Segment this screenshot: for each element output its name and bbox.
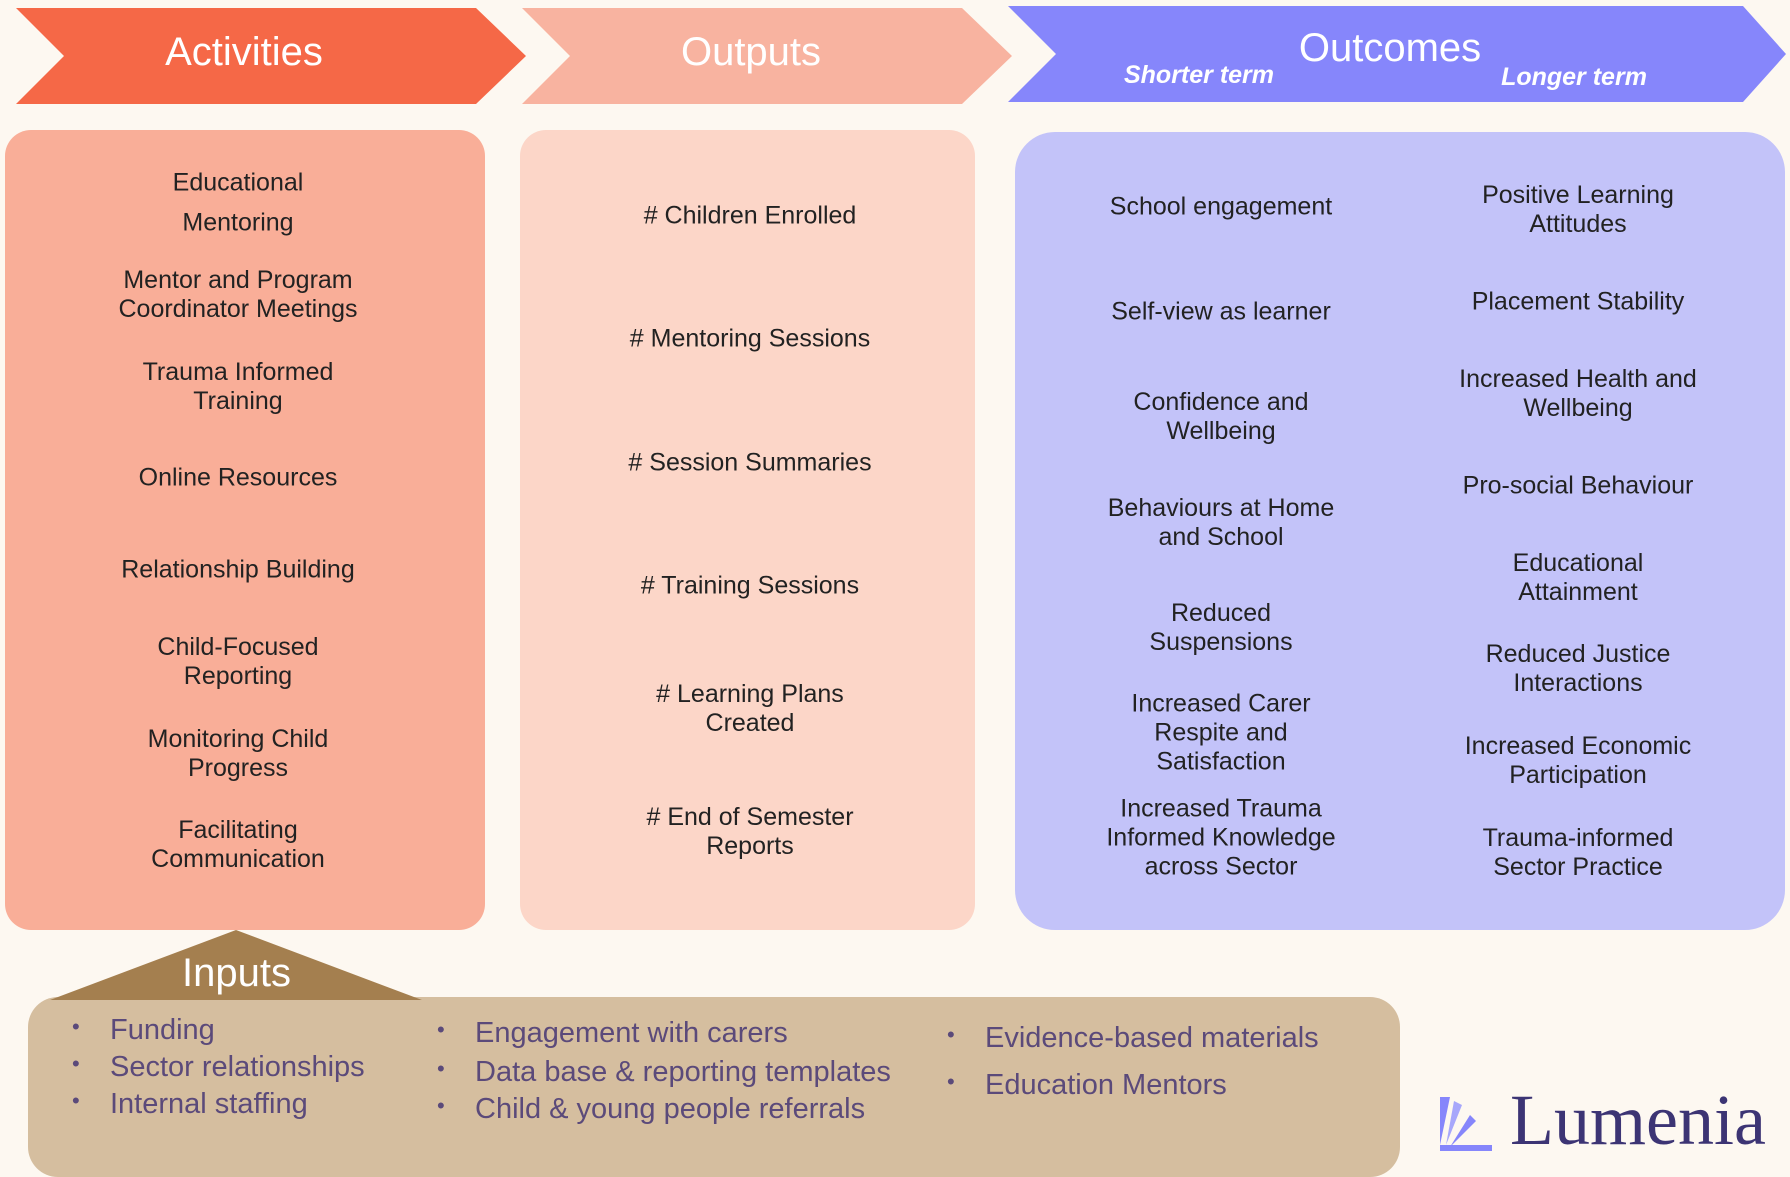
input-item: Education Mentors bbox=[947, 1069, 1319, 1102]
inputs-header-triangle bbox=[50, 930, 422, 1000]
outcomes-header-title: Outcomes bbox=[1298, 26, 1482, 70]
long-term-outcome-item: Educational Attainment bbox=[1512, 549, 1644, 606]
outcomes-header-arrow bbox=[1008, 6, 1786, 102]
activity-item: Relationship Building bbox=[121, 555, 355, 584]
short-term-outcome-item: Confidence and Wellbeing bbox=[1133, 388, 1309, 445]
activity-item: Trauma Informed Training bbox=[142, 358, 334, 415]
input-item: Funding bbox=[72, 1014, 365, 1047]
activity-item: Child-Focused Reporting bbox=[157, 633, 319, 690]
activity-item: Mentoring bbox=[182, 208, 294, 237]
inputs-list-3: Evidence-based materials Education Mento… bbox=[947, 1022, 1319, 1102]
short-term-outcome-item: School engagement bbox=[1109, 192, 1333, 221]
input-item: Data base & reporting templates bbox=[437, 1056, 891, 1089]
output-item: # Children Enrolled bbox=[643, 201, 857, 230]
activity-item: Monitoring Child Progress bbox=[147, 725, 329, 782]
input-item: Evidence-based materials bbox=[947, 1022, 1319, 1055]
long-term-outcome-item: Increased Economic Participation bbox=[1464, 732, 1692, 789]
activities-panel bbox=[5, 130, 485, 930]
activity-item: Mentor and Program Coordinator Meetings bbox=[118, 266, 358, 323]
short-term-outcome-item: Self-view as learner bbox=[1111, 297, 1331, 326]
input-item: Child & young people referrals bbox=[437, 1093, 891, 1126]
longer-term-label: Longer term bbox=[1501, 63, 1647, 91]
output-item: # Training Sessions bbox=[640, 571, 860, 600]
short-term-outcome-item: Increased Carer Respite and Satisfaction bbox=[1131, 689, 1311, 776]
shorter-term-label: Shorter term bbox=[1123, 61, 1275, 89]
output-item: # Mentoring Sessions bbox=[629, 324, 871, 353]
long-term-outcome-item: Reduced Justice Interactions bbox=[1485, 640, 1671, 697]
long-term-outcome-item: Trauma-informed Sector Practice bbox=[1482, 824, 1674, 881]
lumenia-logo-icon bbox=[1440, 1097, 1492, 1151]
output-item: # End of Semester Reports bbox=[646, 803, 854, 860]
long-term-outcome-item: Pro-social Behaviour bbox=[1462, 471, 1694, 500]
long-term-outcome-item: Placement Stability bbox=[1471, 287, 1685, 316]
output-item: # Session Summaries bbox=[628, 448, 872, 477]
short-term-outcome-item: Reduced Suspensions bbox=[1149, 599, 1293, 656]
long-term-outcome-item: Positive Learning Attitudes bbox=[1482, 181, 1674, 238]
input-item: Sector relationships bbox=[72, 1051, 365, 1084]
input-item: Internal staffing bbox=[72, 1088, 365, 1121]
lumenia-logo-text: Lumenia bbox=[1510, 1080, 1766, 1160]
activity-item: Educational bbox=[172, 168, 304, 197]
activities-header-arrow bbox=[16, 8, 526, 104]
short-term-outcome-item: Behaviours at Home and School bbox=[1107, 494, 1335, 551]
outcomes-panel bbox=[1015, 132, 1785, 930]
activity-item: Online Resources bbox=[138, 463, 338, 492]
output-item: # Learning Plans Created bbox=[656, 680, 844, 737]
inputs-list-1: Funding Sector relationships Internal st… bbox=[72, 1014, 365, 1121]
activity-item: Facilitating Communication bbox=[151, 816, 325, 873]
outputs-panel bbox=[520, 130, 975, 930]
outputs-header-title: Outputs bbox=[680, 30, 822, 74]
long-term-outcome-item: Increased Health and Wellbeing bbox=[1459, 365, 1697, 422]
inputs-list-2: Engagement with carers Data base & repor… bbox=[437, 1017, 891, 1126]
outputs-header-arrow bbox=[522, 8, 1012, 104]
input-item: Engagement with carers bbox=[437, 1017, 891, 1050]
inputs-title: Inputs bbox=[182, 951, 291, 995]
short-term-outcome-item: Increased Trauma Informed Knowledge acro… bbox=[1106, 794, 1336, 881]
activities-header-title: Activities bbox=[165, 30, 323, 74]
